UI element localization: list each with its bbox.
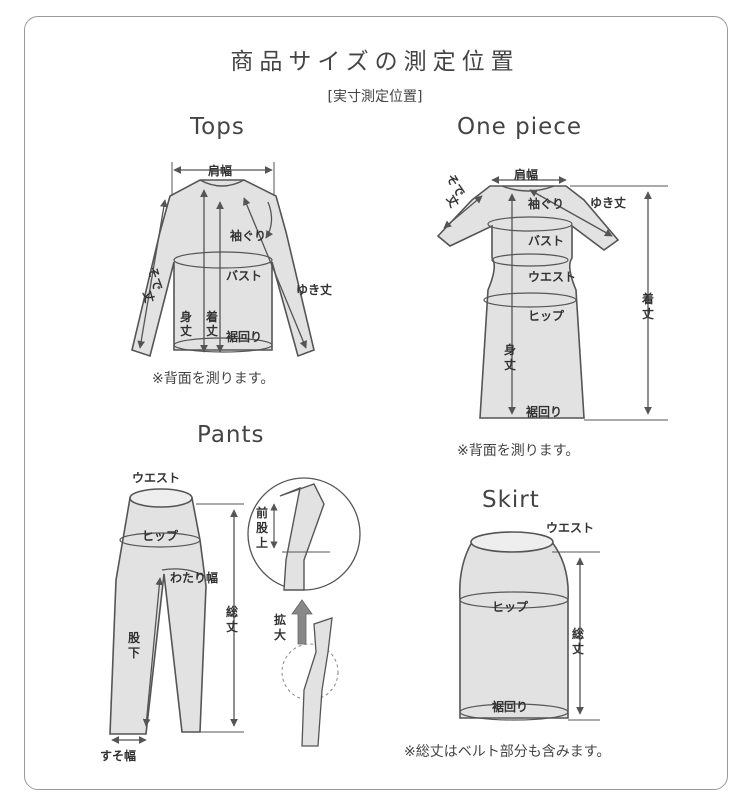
tops-length-label-b: 丈 <box>206 324 218 338</box>
onepiece-garment <box>436 185 620 419</box>
pants-waist-label: ウエスト <box>132 471 180 485</box>
tops-shoulder-label: 肩幅 <box>208 163 232 178</box>
pants-hip-label: ヒップ <box>142 528 179 543</box>
tops-sleeve-label-a: そで <box>145 265 165 292</box>
skirt-hip-line <box>459 591 569 609</box>
skirt-hip-label: ヒップ <box>492 599 529 614</box>
pants-diagram: ウエスト ヒップ わたり幅 股 下 総 丈 すそ幅 前 股 上 拡 大 <box>100 471 361 763</box>
onepiece-yuki-label: ゆき丈 <box>590 196 626 210</box>
skirt-hem-line <box>459 703 569 721</box>
onepiece-yuki-arrow <box>529 189 613 237</box>
pants-hip-line <box>119 532 201 548</box>
skirt-hem-label: 裾回り <box>492 699 528 714</box>
pants-thigh-line <box>161 568 205 577</box>
tops-body-label-a: 身 <box>180 309 192 324</box>
onepiece-diagram: 肩幅 そで 丈 袖ぐり ゆき丈 バスト ウエスト ヒップ 着 丈 身 丈 裾回り <box>436 167 668 421</box>
pants-zoom-arrow <box>291 599 313 645</box>
onepiece-waist-line <box>491 253 569 267</box>
pants-waist-band <box>129 488 193 508</box>
onepiece-sleeve-arrow <box>443 195 483 229</box>
onepiece-hip-line <box>483 292 577 308</box>
pants-total-label-a: 総 <box>226 604 238 619</box>
onepiece-length-label-a: 着 <box>641 291 654 306</box>
pants-rise-label-a: 前 <box>256 505 268 520</box>
onepiece-hem-label: 裾回り <box>526 404 562 419</box>
skirt-waist-label: ウエスト <box>546 521 594 535</box>
pants-rise-label-c: 上 <box>256 535 268 550</box>
pants-inseam-label-a: 股 <box>128 630 141 645</box>
pants-zoom-label-b: 大 <box>274 627 286 642</box>
page-title: 商品サイズの測定位置 <box>230 49 520 75</box>
tops-armhole-arrow <box>265 201 274 239</box>
tops-body-label-b: 丈 <box>180 324 192 338</box>
skirt-garment <box>458 541 569 719</box>
pants-total-label-b: 丈 <box>226 620 238 634</box>
page-subtitle: [実寸測定位置] <box>327 89 423 105</box>
onepiece-hip-label: ヒップ <box>528 308 565 323</box>
skirt-heading: Skirt <box>482 487 540 513</box>
onepiece-armhole-label: 袖ぐり <box>528 196 564 211</box>
onepiece-waist-label: ウエスト <box>528 270 576 284</box>
onepiece-heading: One piece <box>457 114 583 140</box>
tops-length-label-a: 着 <box>205 309 218 324</box>
tops-hem-label: 裾回り <box>226 329 262 344</box>
tops-bust-label: バスト <box>226 269 262 283</box>
pants-thigh-label: わたり幅 <box>170 570 218 585</box>
onepiece-collar <box>501 185 555 192</box>
tops-sleeve-label-b: 丈 <box>140 289 157 304</box>
skirt-total-label-a: 総 <box>572 626 584 641</box>
skirt-total-label-b: 丈 <box>572 642 584 656</box>
tops-yuki-arrow <box>243 197 307 349</box>
pants-inseam-arrow <box>142 577 164 727</box>
onepiece-body-label-a: 身 <box>504 342 516 357</box>
onepiece-shoulder-label: 肩幅 <box>514 167 538 182</box>
skirt-waist-band <box>470 531 554 553</box>
skirt-note: ※総丈はベルト部分も含みます。 <box>404 744 611 760</box>
tops-diagram: 肩幅 袖ぐり バスト ゆき丈 そで 丈 身 丈 着 丈 裾回り <box>131 162 332 358</box>
pants-zoom-label-a: 拡 <box>274 612 286 627</box>
pants-rise-label-b: 股 <box>256 520 269 535</box>
tops-sleeve-arrow <box>137 199 168 349</box>
tops-note: ※背面を測ります。 <box>152 371 275 387</box>
skirt-diagram: ウエスト ヒップ 総 丈 裾回り <box>458 521 600 721</box>
pants-heading: Pants <box>197 422 265 448</box>
tops-collar <box>199 179 245 187</box>
onepiece-note: ※背面を測ります。 <box>457 443 580 459</box>
pants-zoom-detail <box>279 483 325 591</box>
onepiece-bust-label: バスト <box>528 234 564 248</box>
pants-hem-label: すそ幅 <box>100 748 136 763</box>
onepiece-body-label-b: 丈 <box>504 358 516 372</box>
tops-yuki-label: ゆき丈 <box>296 283 332 297</box>
onepiece-length-label-b: 丈 <box>642 307 654 321</box>
pants-inseam-label-b: 下 <box>128 646 140 660</box>
pants-zoom-small <box>301 617 333 747</box>
tops-armhole-label: 袖ぐり <box>230 228 266 243</box>
tops-heading: Tops <box>190 114 245 140</box>
outer-frame <box>24 16 728 790</box>
